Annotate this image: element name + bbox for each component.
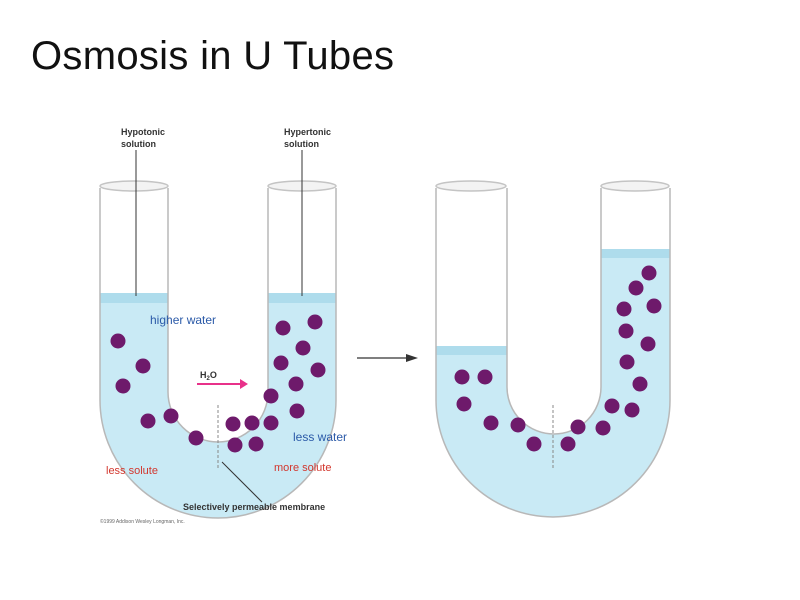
higher-water-label: higher water	[150, 313, 216, 327]
pink-right-arrow-icon	[197, 379, 248, 389]
hypertonic-label-2: solution	[284, 139, 319, 149]
copyright-text: ©1999 Addison Wesley Longman, Inc.	[100, 518, 185, 525]
hypotonic-label-2: solution	[121, 139, 156, 149]
left-solute-particles	[110, 314, 326, 453]
hypertonic-label: Hypertonic	[284, 127, 331, 137]
right-u-tube	[435, 180, 671, 518]
h2o-label: H2O	[200, 370, 217, 382]
less-solute-label: less solute	[106, 465, 158, 477]
less-water-label: less water	[293, 430, 347, 444]
membrane-pointer	[221, 461, 263, 503]
membrane-label: Selectively permeable membrane	[183, 502, 325, 512]
right-solute-particles	[454, 265, 662, 452]
page-title: Osmosis in U Tubes	[31, 34, 395, 78]
hypotonic-label: Hypotonic	[121, 127, 165, 137]
left-u-tube	[99, 180, 337, 519]
more-solute-label: more solute	[274, 462, 331, 474]
right-arrow-icon	[357, 354, 418, 362]
